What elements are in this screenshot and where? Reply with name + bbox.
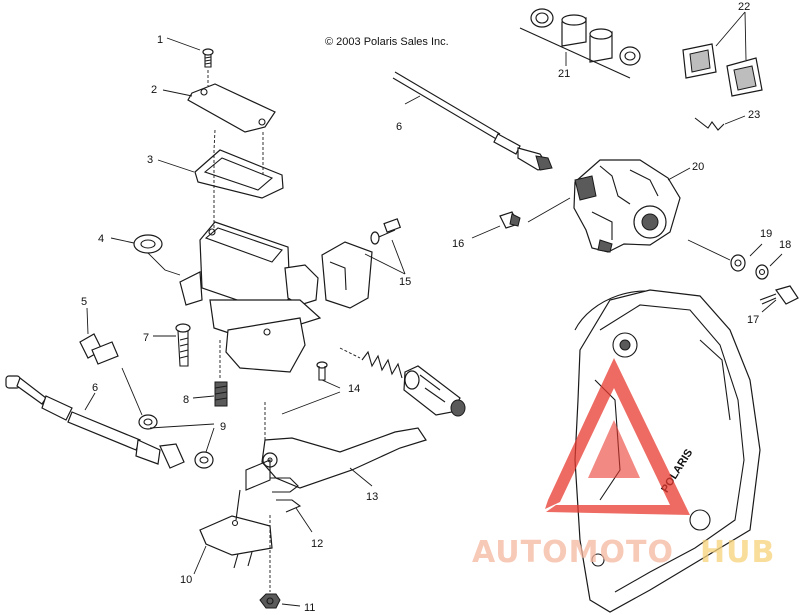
watermark-text-accent: HUB [700, 535, 775, 570]
part-22-pads [682, 11, 763, 97]
part-21-pistons [519, 8, 641, 79]
callout-10: 10 [180, 574, 192, 586]
part-17-bolt [759, 285, 799, 313]
master-cylinder-body [179, 150, 322, 373]
part-13-lever [261, 391, 427, 489]
callout-15: 15 [399, 276, 411, 288]
callout-22: 22 [738, 1, 750, 13]
part-15-clamp [321, 218, 406, 309]
part-8-bleed-screw [192, 340, 228, 407]
callout-8: 8 [183, 394, 189, 406]
callout-5: 5 [81, 296, 87, 308]
callout-4: 4 [98, 233, 104, 245]
callout-3: 3 [147, 154, 153, 166]
callout-20: 20 [692, 161, 704, 173]
callout-1: 1 [157, 34, 163, 46]
callout-6-upper: 6 [396, 121, 402, 133]
part-20-caliper [527, 159, 691, 253]
callout-6-lower: 6 [92, 382, 98, 394]
callout-13: 13 [366, 491, 378, 503]
part-4-oring [110, 234, 181, 276]
callout-18: 18 [779, 239, 791, 251]
part-1-screw [166, 37, 214, 68]
callout-12: 12 [311, 538, 323, 550]
part-9-washers [121, 367, 215, 469]
part-6-hose-lower [5, 375, 185, 469]
callout-numbers: 1 2 3 4 5 6 6 7 8 9 10 11 12 13 14 15 16… [81, 1, 791, 614]
callout-7: 7 [143, 332, 149, 344]
part-6-hose-upper [392, 71, 553, 171]
part-19-washer [687, 239, 763, 272]
callout-17: 17 [747, 314, 759, 326]
part-23-pad-spring [694, 115, 746, 131]
part-16-bleeder [471, 211, 521, 239]
part-11-nut [259, 515, 301, 609]
callout-9: 9 [220, 421, 226, 433]
part-7-bolt [153, 323, 191, 367]
part-12-clip [270, 477, 313, 533]
callout-19: 19 [760, 228, 772, 240]
callout-21: 21 [558, 68, 570, 80]
callout-11: 11 [304, 602, 315, 614]
callout-23: 23 [748, 109, 760, 121]
part-3-gasket [157, 129, 284, 199]
copyright-text: © 2003 Polaris Sales Inc. [325, 36, 449, 48]
automotohub-watermark: AUTOMOTO HUB [472, 358, 775, 570]
callout-16: 16 [452, 238, 464, 250]
part-10-bracket [193, 459, 273, 575]
piston-spring-assembly [339, 347, 466, 417]
callout-14: 14 [348, 383, 360, 395]
part-2-reservoir-cover [162, 70, 276, 133]
part-14-pin [316, 361, 341, 389]
part-18-washer [755, 253, 783, 280]
callout-2: 2 [151, 84, 157, 96]
part-5-fitting [79, 307, 119, 365]
watermark-text-main: AUTOMOTO [472, 535, 674, 570]
